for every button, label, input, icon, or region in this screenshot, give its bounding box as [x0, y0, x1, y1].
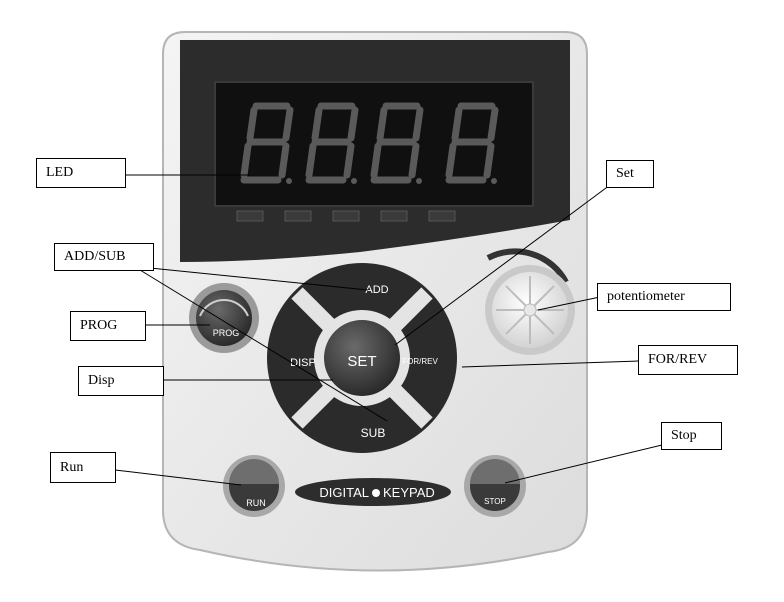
prog-button-highlight [199, 299, 249, 317]
callout-prog: PROG [70, 311, 146, 341]
callout-potentiometer: potentiometer [597, 283, 731, 311]
led-digit-1 [240, 102, 294, 184]
status-led-1 [236, 210, 264, 222]
status-led-2 [284, 210, 312, 222]
callout-led: LED [36, 158, 126, 188]
set-key-label: SET [347, 353, 376, 370]
brand-right-label: KEYPAD [383, 485, 435, 500]
add-key-label: ADD [365, 284, 388, 296]
status-led-5 [428, 210, 456, 222]
callout-set: Set [606, 160, 654, 188]
set-button[interactable] [324, 320, 400, 396]
callout-run: Run [50, 452, 116, 483]
run-button-highlight [229, 459, 279, 484]
callout-leaders [114, 174, 663, 486]
addsub-leader-sub [139, 269, 388, 422]
stop-leader [504, 444, 663, 484]
led-digit-3 [370, 102, 424, 184]
callout-disp: Disp [78, 366, 164, 396]
potentiometer-center [523, 303, 537, 317]
potentiometer-track [486, 248, 569, 284]
addsub-leader-add [149, 267, 369, 291]
sub-key-label: SUB [361, 426, 386, 440]
forrev-leader [461, 360, 639, 368]
potentiometer-leader [537, 296, 601, 311]
callout-stop: Stop [661, 422, 722, 450]
status-led-4 [380, 210, 408, 222]
run-key-label: RUN [246, 498, 266, 508]
disp-key-label: DISP [290, 357, 316, 369]
prog-key-label: PROG [213, 328, 240, 338]
callout-addsub: ADD/SUB [54, 243, 154, 271]
brand-dot [372, 489, 380, 497]
status-indicators [236, 210, 456, 222]
stop-button-highlight [470, 459, 520, 484]
set-leader [394, 184, 611, 346]
stop-key-label: STOP [484, 497, 506, 506]
status-led-3 [332, 210, 360, 222]
run-leader [114, 469, 242, 486]
brand-left-label: DIGITAL [319, 485, 369, 500]
callout-forrev: FOR/REV [638, 345, 738, 375]
forrev-key-label: FOR/REV [402, 357, 438, 366]
led-digit-2 [305, 102, 359, 184]
led-digit-4 [445, 102, 499, 184]
